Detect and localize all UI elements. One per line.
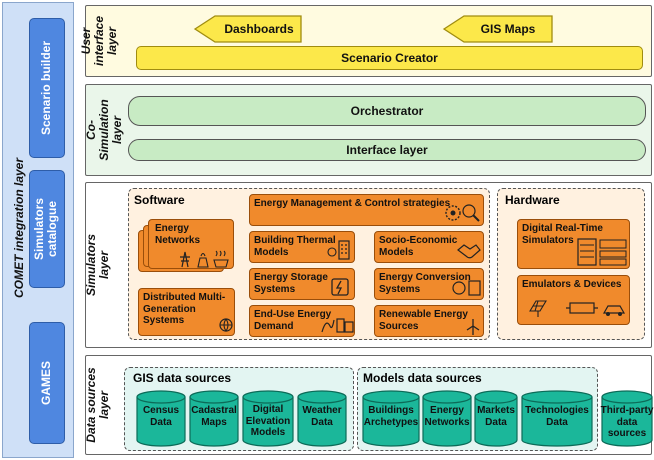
- energy-management-box[interactable]: Energy Management & Control strategies: [249, 194, 484, 226]
- scenario-builder-button[interactable]: Scenario builder: [29, 18, 65, 158]
- energy-conversion-label: Energy Conversion Systems: [379, 272, 471, 295]
- cadastral-maps-label: Cadastral Maps: [191, 405, 237, 428]
- energy-networks-box[interactable]: Energy Networks: [148, 219, 234, 269]
- globe-network-icon: [219, 318, 233, 332]
- building-thermal-label: Building Thermal Models: [254, 235, 336, 258]
- third-party-label: Third-party data sources: [600, 405, 654, 439]
- dashboards-shape: [193, 15, 302, 43]
- user-interface-layer-text: User interface layer: [79, 15, 119, 67]
- markets-data-label: Markets Data: [477, 405, 515, 428]
- server-rack-icon: [577, 238, 627, 266]
- building-thermal-box[interactable]: Building Thermal Models: [249, 231, 355, 263]
- building-icon: [327, 240, 350, 260]
- appliances-icon: [321, 318, 354, 333]
- technologies-data-cylinder[interactable]: Technologies Data: [521, 390, 593, 448]
- gis-maps-button[interactable]: GIS Maps: [480, 22, 536, 36]
- gears-control-icon: [445, 204, 480, 222]
- weather-data-cylinder[interactable]: Weather Data: [297, 390, 347, 448]
- simulators-catalogue-text: Simulators catalogue: [32, 198, 59, 261]
- renewable-sources-label: Renewable Energy Sources: [379, 309, 468, 332]
- data-sources-layer-text: Data sources layer: [84, 367, 111, 443]
- models-data-title: Models data sources: [363, 371, 482, 385]
- gis-data-title: GIS data sources: [133, 371, 232, 385]
- distributed-multigen-label: Distributed Multi-Generation Systems: [143, 292, 226, 326]
- technologies-data-label: Technologies Data: [525, 405, 589, 428]
- buildings-archetypes-label: Buildings Archetypes: [363, 405, 419, 428]
- renewable-sources-box[interactable]: Renewable Energy Sources: [374, 305, 484, 337]
- census-data-cylinder[interactable]: Census Data: [136, 390, 186, 448]
- energy-networks-cylinder[interactable]: Energy Networks: [422, 390, 472, 448]
- energy-networks-data-label: Energy Networks: [424, 405, 470, 428]
- buildings-archetypes-cylinder[interactable]: Buildings Archetypes: [362, 390, 420, 448]
- cadastral-maps-cylinder[interactable]: Cadastral Maps: [189, 390, 239, 448]
- digital-real-time-simulators-box[interactable]: Digital Real-Time Simulators: [517, 219, 630, 269]
- digital-elevation-label: Digital Elevation Models: [245, 404, 291, 438]
- emulators-devices-label: Emulators & Devices: [522, 279, 622, 290]
- simulators-layer-text: Simulators layer: [84, 234, 111, 297]
- third-party-cylinder[interactable]: Third-party data sources: [601, 390, 653, 448]
- battery-icon: [331, 278, 349, 296]
- orchestrator-box[interactable]: Orchestrator: [128, 96, 646, 126]
- socio-economic-label: Socio-Economic Models: [379, 235, 458, 258]
- dashboards-button[interactable]: Dashboards: [224, 22, 294, 36]
- energy-storage-label: Energy Storage Systems: [254, 272, 328, 295]
- scenario-creator-button[interactable]: Scenario Creator: [136, 46, 643, 70]
- wind-turbine-icon: [466, 319, 480, 335]
- scenario-builder-label: Scenario builder: [39, 40, 53, 136]
- simulators-catalogue-label: Simulators catalogue: [32, 174, 61, 284]
- energy-management-label: Energy Management & Control strategies: [254, 198, 451, 209]
- digital-elevation-cylinder[interactable]: Digital Elevation Models: [242, 390, 294, 448]
- interface-layer-box[interactable]: Interface layer: [128, 139, 646, 161]
- data-sources-layer-title: Data sources layer: [84, 360, 115, 450]
- power-grid-icon: [180, 250, 229, 268]
- simulators-layer-title: Simulators layer: [84, 225, 115, 305]
- socio-economic-box[interactable]: Socio-Economic Models: [374, 231, 484, 263]
- hardware-title: Hardware: [505, 193, 560, 207]
- gis-maps-shape: [442, 15, 553, 43]
- energy-storage-box[interactable]: Energy Storage Systems: [249, 268, 355, 300]
- census-data-label: Census Data: [142, 405, 180, 428]
- comet-sidebar-title: COMET integration layer: [12, 157, 26, 299]
- software-title: Software: [134, 193, 185, 207]
- devices-icon: [529, 300, 626, 317]
- markets-data-cylinder[interactable]: Markets Data: [474, 390, 518, 448]
- energy-conversion-box[interactable]: Energy Conversion Systems: [374, 268, 484, 300]
- distributed-multigen-box[interactable]: Distributed Multi-Generation Systems: [138, 288, 235, 336]
- weather-data-label: Weather Data: [302, 405, 342, 428]
- cosimulation-layer-title: Co-Simulation layer: [84, 90, 124, 170]
- emulators-devices-box[interactable]: Emulators & Devices: [517, 275, 630, 325]
- simulators-catalogue-button[interactable]: Simulators catalogue: [29, 170, 65, 288]
- user-interface-layer-title: User interface layer: [79, 10, 120, 72]
- energy-networks-label: Energy Networks: [155, 223, 201, 246]
- games-button[interactable]: GAMES: [29, 322, 65, 444]
- cosimulation-layer-text: Co-Simulation layer: [84, 99, 124, 161]
- converter-icon: [452, 280, 481, 296]
- digital-real-time-simulators-label: Digital Real-Time Simulators: [522, 223, 603, 246]
- end-use-demand-label: End-Use Energy Demand: [254, 309, 332, 332]
- handshake-icon: [457, 244, 481, 259]
- games-label: GAMES: [39, 361, 53, 406]
